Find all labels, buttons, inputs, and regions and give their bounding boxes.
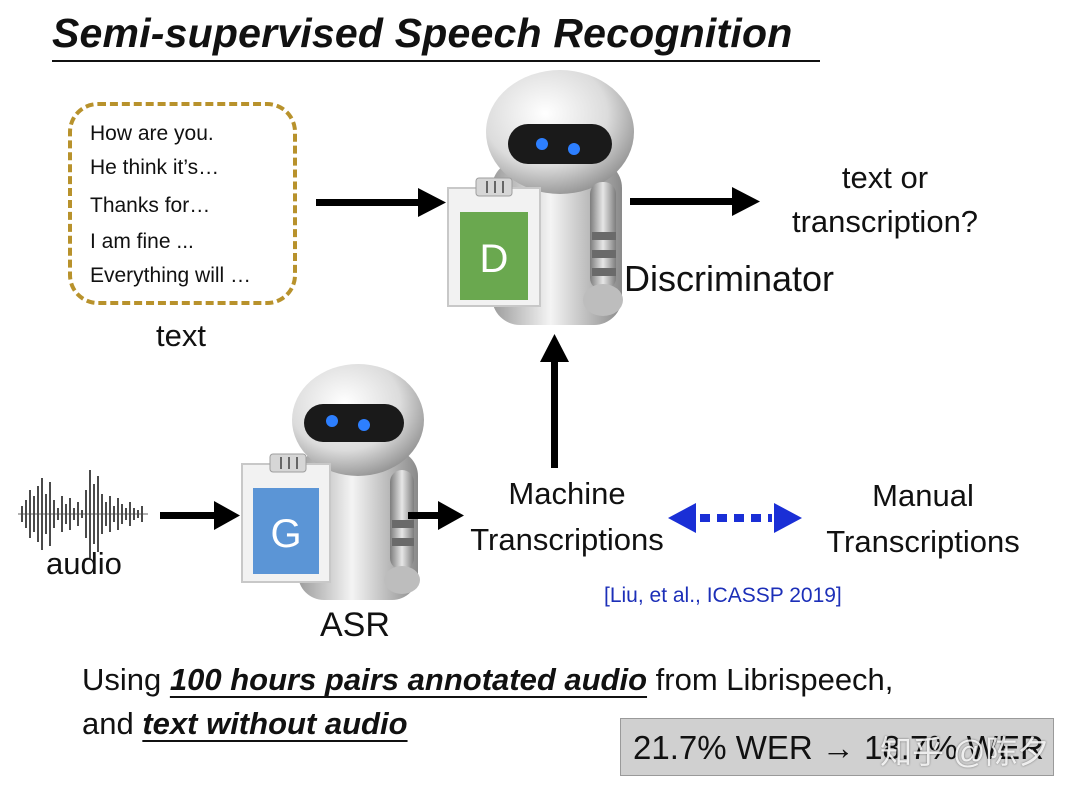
text-example-3: Thanks for… [90,194,211,217]
bottom-line-2-prefix: and [82,706,143,741]
arrow-discriminator-to-output [630,187,760,216]
text-example-4: I am fine ... [90,230,194,253]
manual-transcriptions-line2: Transcriptions [826,524,1020,559]
slide-title: Semi-supervised Speech Recognition [52,10,793,56]
bottom-line-1-suffix: from Librispeech, [647,662,894,697]
bottom-line-1-prefix: Using [82,662,170,697]
bottom-line-2-emphasis: text without audio [142,706,408,741]
generator-card [241,453,331,583]
output-question-line1: text or [841,160,929,195]
citation: [Liu, et al., ICASSP 2019] [604,584,842,607]
manual-transcriptions-line1: Manual [872,478,974,513]
discriminator-card [447,177,541,307]
discriminator-card-letter: D [480,237,509,281]
watermark: 知乎 @陈夕 [880,734,1050,770]
wer-result-text: 21.7% WER → 18.7% WER [633,729,1044,766]
text-label: text [156,318,206,353]
asr-label: ASR [320,606,390,644]
arrow-text-to-discriminator [316,188,446,217]
text-examples-box: How are you. He think it’s… Thanks for… … [68,102,297,305]
text-example-5: Everything will … [90,264,252,287]
arrow-asr-to-machine-transcriptions [408,501,464,530]
dotted-arrow-machine-manual [668,503,802,533]
output-question-line2: transcription? [791,204,979,239]
wer-result-box: 21.7% WER → 18.7% WER [620,718,1054,776]
generator-card-letter: G [270,512,301,556]
discriminator-label: Discriminator [624,258,835,299]
bottom-line-1-emphasis: 100 hours pairs annotated audio [169,662,648,697]
audio-label: audio [46,546,122,581]
bottom-line-1: Using 100 hours pairs annotated audio fr… [82,662,893,698]
bottom-line-2: and text without audio [82,706,408,742]
text-example-1: How are you. [90,122,214,145]
audio-waveform [18,470,148,558]
title-underline [52,60,820,62]
machine-transcriptions-line1: Machine [508,476,626,511]
arrow-audio-to-asr [160,501,240,530]
text-example-2: He think it’s… [90,156,220,179]
arrow-machine-to-discriminator [540,334,569,468]
machine-transcriptions-line2: Transcriptions [470,522,664,557]
